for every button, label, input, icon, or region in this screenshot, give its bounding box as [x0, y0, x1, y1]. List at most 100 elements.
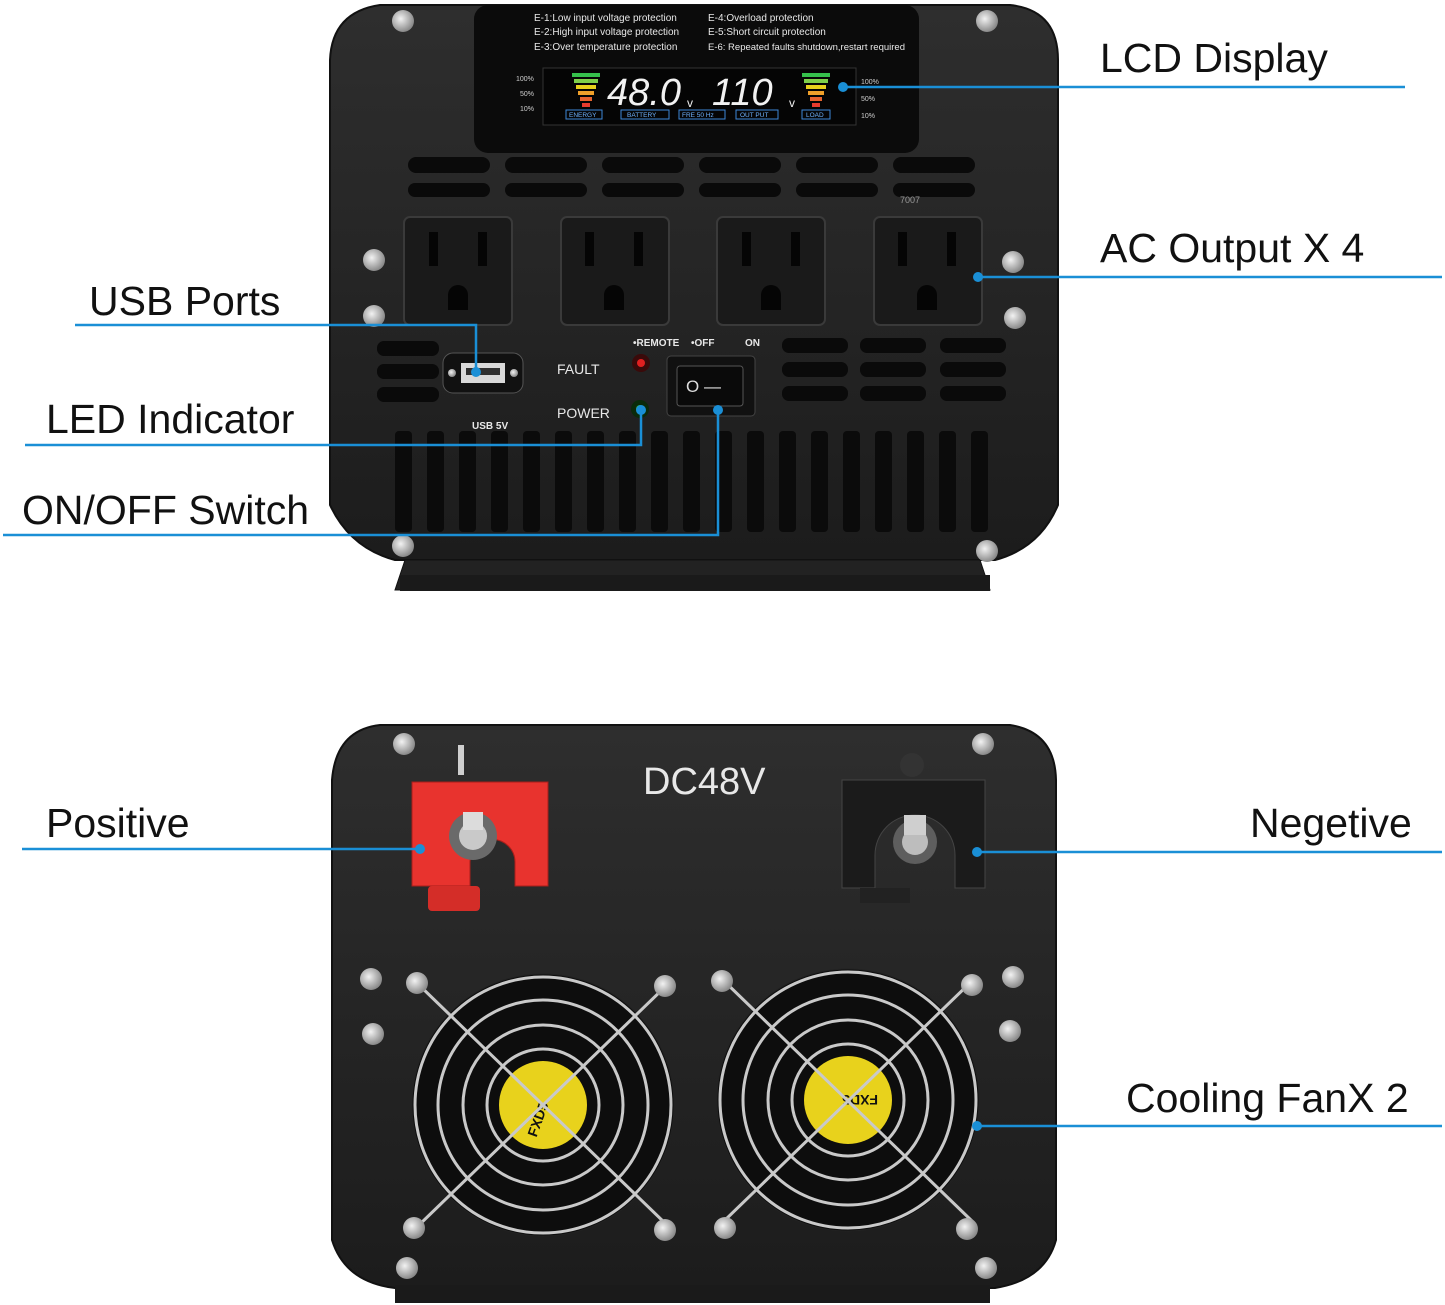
- callout-usb-ports: USB Ports: [89, 278, 281, 324]
- screw-icon: [396, 1257, 418, 1279]
- usb-port: [442, 352, 524, 394]
- callout-dot: [415, 844, 425, 854]
- upper-vents: [408, 157, 975, 197]
- lcd-tag: LOAD: [806, 112, 824, 119]
- rear-panel: DC48V FXD5: [331, 724, 1057, 1303]
- callout-dot: [713, 405, 723, 415]
- screw-icon: [975, 1257, 997, 1279]
- screw-icon: [999, 1020, 1021, 1042]
- callout-line-led: [25, 410, 643, 447]
- screw-icon: [360, 968, 382, 990]
- screw-icon: [363, 249, 385, 271]
- screw-icon: [1002, 251, 1024, 273]
- screw-icon: [1004, 307, 1026, 329]
- callout-positive: Positive: [46, 800, 190, 846]
- error-code-e5: E-5:Short circuit protection: [708, 27, 826, 38]
- lcd-scale-label: 50%: [520, 91, 534, 98]
- front-screws: [363, 10, 1026, 562]
- screw-icon: [448, 369, 456, 377]
- lcd-scale-label: 100%: [516, 76, 534, 83]
- callout-dot: [973, 272, 983, 282]
- callout-dot: [471, 367, 481, 377]
- lcd-scale-label: 10%: [520, 106, 534, 113]
- ac-outlet: [403, 216, 513, 326]
- screw-icon: [956, 1218, 978, 1240]
- callout-cooling-fan: Cooling FanX 2: [1126, 1075, 1409, 1121]
- callout-dot: [972, 847, 982, 857]
- screw-icon: [714, 1217, 736, 1239]
- energy-bar-icon: [572, 73, 600, 107]
- callout-dots: [415, 82, 983, 1131]
- callout-lcd-display: LCD Display: [1100, 35, 1328, 81]
- power-label: POWER: [557, 405, 610, 421]
- lcd-tags: ENERGY BATTERY FRE 50 Hz OUT PUT LOAD: [565, 109, 831, 120]
- lcd-screen: [542, 67, 857, 126]
- lcd-left-scale: 100% 50% 10%: [516, 76, 534, 113]
- screw-icon: [392, 10, 414, 32]
- lcd-battery-voltage: 48.0: [607, 72, 681, 114]
- bottom-slots: [395, 431, 988, 532]
- ac-outlet: [560, 216, 670, 326]
- negative-terminal: [841, 753, 986, 903]
- fan-guard-icon: [718, 970, 978, 1230]
- lcd-scale-label: 100%: [861, 79, 879, 86]
- fault-led-icon: [637, 359, 645, 367]
- off-label: •OFF: [691, 338, 715, 349]
- usb-label: USB 5V: [472, 421, 508, 432]
- ac-outlet: [873, 216, 983, 326]
- on-label: ON: [745, 338, 760, 349]
- vent-marking: 7007: [900, 195, 920, 205]
- lcd-scale-label: 50%: [861, 96, 875, 103]
- lcd-battery-unit: v: [687, 96, 693, 110]
- remote-label: •REMOTE: [633, 338, 680, 349]
- on-off-switch[interactable]: O —: [666, 355, 756, 417]
- screw-icon: [406, 972, 428, 994]
- screw-icon: [654, 1219, 676, 1241]
- screw-icon: [961, 974, 983, 996]
- switch-symbols: O —: [686, 377, 721, 396]
- callout-ac-output: AC Output X 4: [1100, 225, 1365, 271]
- error-code-e3: E-3:Over temperature protection: [534, 42, 677, 53]
- screw-icon: [392, 535, 414, 557]
- screw-icon: [393, 733, 415, 755]
- fan-guard-icon: [413, 975, 673, 1235]
- callout-negative: Negetive: [1250, 800, 1412, 846]
- screw-icon: [976, 10, 998, 32]
- callout-line-usb: [75, 323, 478, 372]
- screw-icon: [1002, 966, 1024, 988]
- lcd-output-unit: v: [789, 96, 795, 110]
- callout-led-indicator: LED Indicator: [46, 396, 295, 442]
- error-code-e4: E-4:Overload protection: [708, 13, 814, 24]
- lcd-scale-label: 10%: [861, 113, 875, 120]
- mounting-foot: [395, 1285, 990, 1303]
- lcd-tag: OUT PUT: [740, 112, 768, 119]
- cooling-fan-left: FXD5: [403, 972, 676, 1241]
- lcd-right-scale: 100% 50% 10%: [861, 79, 879, 120]
- ac-outlets: [403, 216, 983, 326]
- rear-screws: [360, 733, 1024, 1279]
- screw-icon: [510, 369, 518, 377]
- callout-on-off-switch: ON/OFF Switch: [22, 487, 310, 533]
- screw-icon: [976, 540, 998, 562]
- error-code-e1: E-1:Low input voltage protection: [534, 13, 677, 24]
- callout-dot: [636, 405, 646, 415]
- error-code-e2: E-2:High input voltage protection: [534, 27, 679, 38]
- ac-outlet: [716, 216, 826, 326]
- error-code-e6: E-6: Repeated faults shutdown,restart re…: [708, 42, 905, 53]
- lcd-tag: FRE 50 Hz: [682, 112, 714, 119]
- error-code-list: E-1:Low input voltage protection E-2:Hig…: [534, 13, 905, 53]
- callout-dot: [972, 1121, 982, 1131]
- front-panel: E-1:Low input voltage protection E-2:Hig…: [329, 4, 1059, 591]
- side-vents: [377, 338, 1006, 402]
- callout-dot: [838, 82, 848, 92]
- lcd-tag: ENERGY: [569, 112, 597, 119]
- load-bar-icon: [802, 73, 830, 107]
- screw-icon: [654, 975, 676, 997]
- fault-label: FAULT: [557, 361, 600, 377]
- voltage-label: DC48V: [643, 761, 766, 803]
- positive-terminal: [411, 745, 549, 911]
- screw-icon: [403, 1217, 425, 1239]
- lcd-output-voltage: 110: [712, 72, 773, 114]
- mounting-foot-base: [400, 575, 990, 591]
- screw-icon: [972, 733, 994, 755]
